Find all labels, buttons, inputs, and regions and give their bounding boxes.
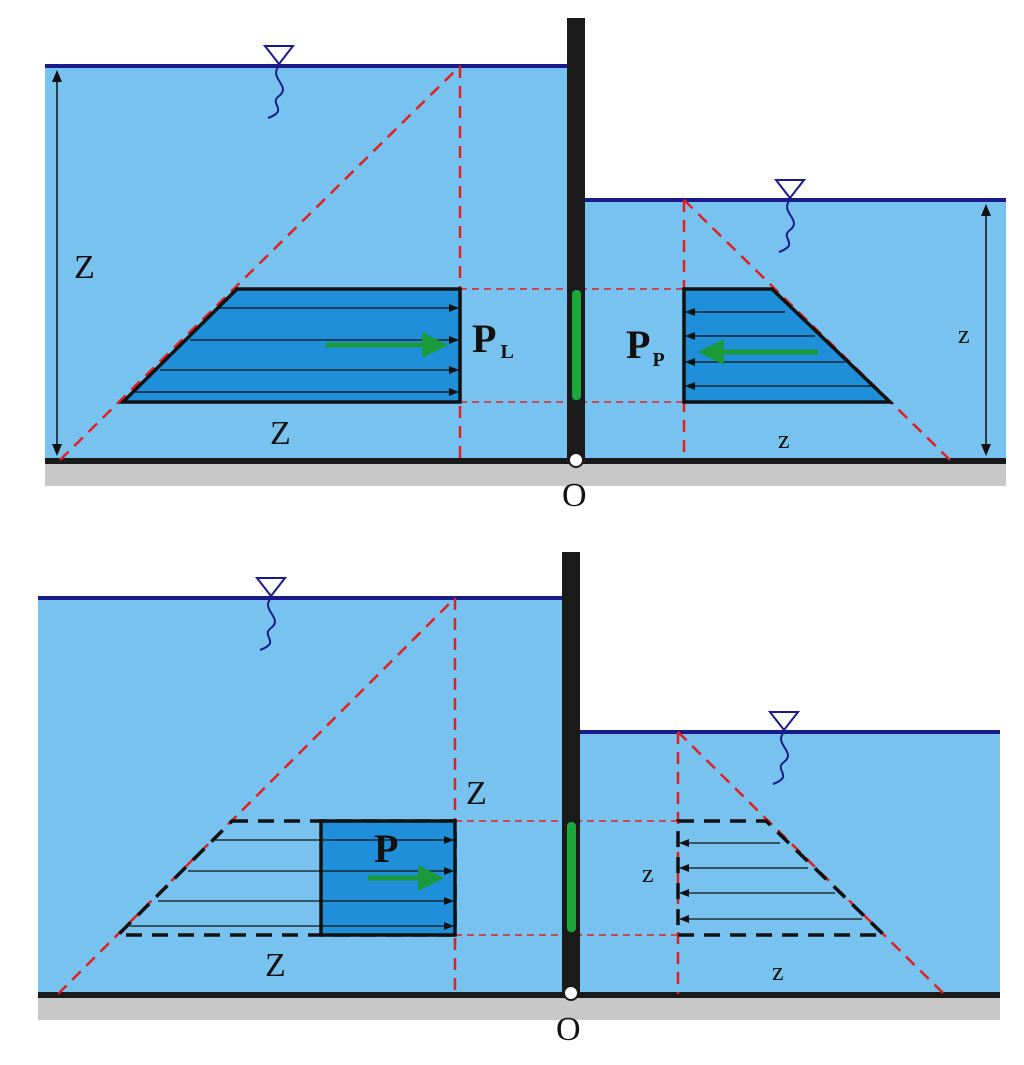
bottom-panel: Z Z z z P O	[38, 552, 1000, 1048]
water-surface-triangle-icon	[773, 179, 807, 253]
right-pressure-diagonal	[677, 731, 945, 995]
ground-strip	[38, 994, 1000, 1020]
right-depth-label: z	[642, 859, 654, 888]
gate-highlight	[572, 290, 581, 400]
right-pressure-trapezoid	[682, 287, 895, 404]
right-base-label: z	[772, 957, 784, 986]
left-depth-label: Z	[74, 249, 95, 286]
hinge-label: O	[556, 1011, 581, 1048]
left-pressure-arrows	[130, 836, 454, 930]
gate-highlight	[567, 822, 576, 932]
water-surface-triangle-icon	[262, 45, 296, 119]
left-pressure-diagonal	[57, 597, 456, 995]
water-surface-triangle-icon	[767, 711, 801, 785]
right-depth-label: z	[958, 320, 970, 349]
hinge-label: O	[562, 477, 587, 514]
left-pressure-arrows	[135, 304, 459, 396]
left-pressure-trapezoid	[118, 287, 462, 404]
net-force-label: P	[374, 826, 398, 871]
left-base-label: Z	[265, 947, 286, 984]
right-pressure-outline	[676, 819, 889, 937]
ground-strip	[45, 460, 1006, 486]
right-water-body	[579, 732, 1000, 994]
water-surface-triangle-icon	[254, 577, 288, 651]
left-base-label: Z	[270, 415, 291, 452]
hinge-circle-icon	[568, 452, 584, 468]
left-pressure-diagonal	[59, 65, 461, 461]
left-depth-label: Z	[466, 775, 487, 812]
right-base-label: z	[778, 425, 790, 454]
right-pressure-arrows	[679, 839, 862, 923]
hinge-circle-icon	[563, 985, 579, 1001]
